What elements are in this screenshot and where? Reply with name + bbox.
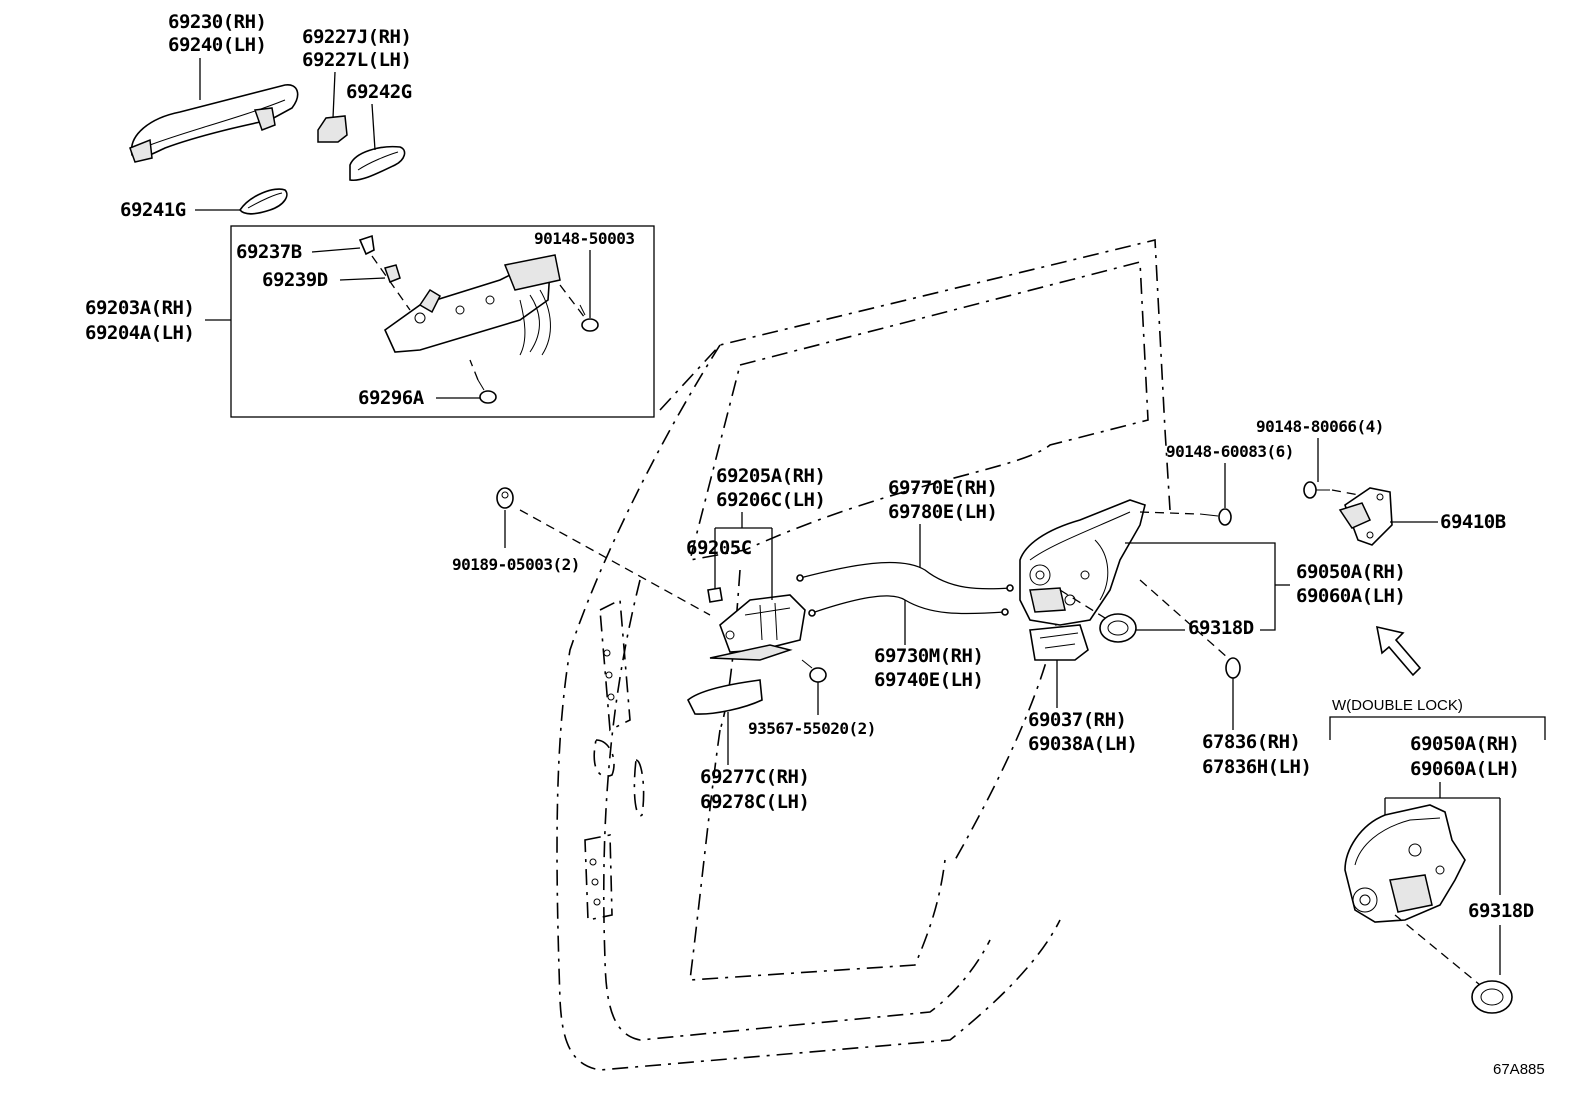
label-69780e-lh: 69780E(LH): [888, 501, 997, 523]
label-69037-rh: 69037(RH): [1028, 709, 1126, 731]
label-69410b: 69410B: [1440, 511, 1506, 533]
label-69050a-rh: 69050A(RH): [1296, 561, 1405, 583]
label-69227j-rh: 69227J(RH): [302, 26, 411, 48]
door-striker: [1338, 487, 1393, 546]
label-69038a-lh: 69038A(LH): [1028, 733, 1137, 755]
label-69770e-rh: 69770E(RH): [888, 477, 997, 499]
label-inset-69318d: 69318D: [1468, 900, 1534, 922]
label-inset-69060a-lh: 69060A(LH): [1410, 758, 1519, 780]
label-69206c-lh: 69206C(LH): [716, 489, 825, 511]
label-90189-05003: 90189-05003(2): [452, 555, 580, 574]
label-69060a-lh: 69060A(LH): [1296, 585, 1405, 607]
inside-handle: [709, 594, 806, 661]
label-69296a: 69296A: [358, 387, 425, 409]
handle-pad-69242g: [349, 145, 406, 182]
direction-arrow: [1375, 625, 1422, 677]
label-67836h-lh: 67836H(LH): [1202, 756, 1311, 778]
cable-69770e: [796, 561, 1014, 592]
door-lock-assembly: [1019, 499, 1146, 626]
part-69237b: [358, 234, 375, 256]
grommet-67836: [1225, 657, 1241, 679]
label-69227l-lh: 69227L(LH): [302, 49, 411, 71]
label-69318d: 69318D: [1188, 617, 1254, 639]
cable-69730m: [808, 595, 1009, 617]
label-69205c: 69205C: [686, 537, 752, 559]
label-90148-60083: 90148-60083(6): [1166, 442, 1294, 461]
label-69230-rh: 69230(RH): [168, 11, 266, 33]
label-69277c-rh: 69277C(RH): [700, 766, 809, 788]
outside-handle-frame: [383, 254, 561, 356]
label-69241g: 69241G: [120, 199, 186, 221]
outside-handle: [129, 84, 299, 163]
label-69278c-lh: 69278C(LH): [700, 791, 809, 813]
label-69240-lh: 69240(LH): [168, 34, 266, 56]
label-69730m-rh: 69730M(RH): [874, 645, 983, 667]
label-69239d: 69239D: [262, 269, 328, 291]
lock-protector: [1029, 624, 1089, 661]
label-69205a-rh: 69205A(RH): [716, 465, 825, 487]
label-90148-80066: 90148-80066(4): [1256, 417, 1384, 436]
label-69740e-lh: 69740E(LH): [874, 669, 983, 691]
rear-door-outline: [556, 238, 1171, 1071]
screw-90148-60083: [1199, 508, 1232, 526]
label-67836-rh: 67836(RH): [1202, 731, 1300, 753]
inside-handle-bezel: [687, 679, 763, 715]
clip-90189-05003: [496, 487, 514, 509]
screw-69296a: [477, 379, 497, 404]
label-69242g: 69242G: [346, 81, 412, 103]
label-69204a-lh: 69204A(LH): [85, 322, 194, 344]
label-93567-55020: 93567-55020(2): [748, 719, 876, 738]
label-90148-50003: 90148-50003: [534, 229, 634, 248]
label-double-lock: W(DOUBLE LOCK): [1332, 697, 1463, 714]
frame-assembly-box: [230, 225, 655, 418]
handle-pad-69241g: [239, 188, 288, 215]
screw-93567-55020: [801, 659, 827, 683]
screw-90148-50003: [579, 304, 599, 332]
screw-90148-80066: [1303, 481, 1330, 499]
handle-cover: [317, 115, 348, 143]
diagram-code: 67A885: [1493, 1061, 1545, 1078]
seal-69318d: [1099, 613, 1137, 643]
inset-seal-69318d: [1471, 980, 1513, 1014]
double-lock-assembly: [1344, 804, 1466, 923]
part-69239d: [384, 264, 401, 283]
label-69203a-rh: 69203A(RH): [85, 297, 194, 319]
label-69237b: 69237B: [236, 241, 302, 263]
label-inset-69050a-rh: 69050A(RH): [1410, 733, 1519, 755]
part-69205c: [707, 587, 723, 603]
